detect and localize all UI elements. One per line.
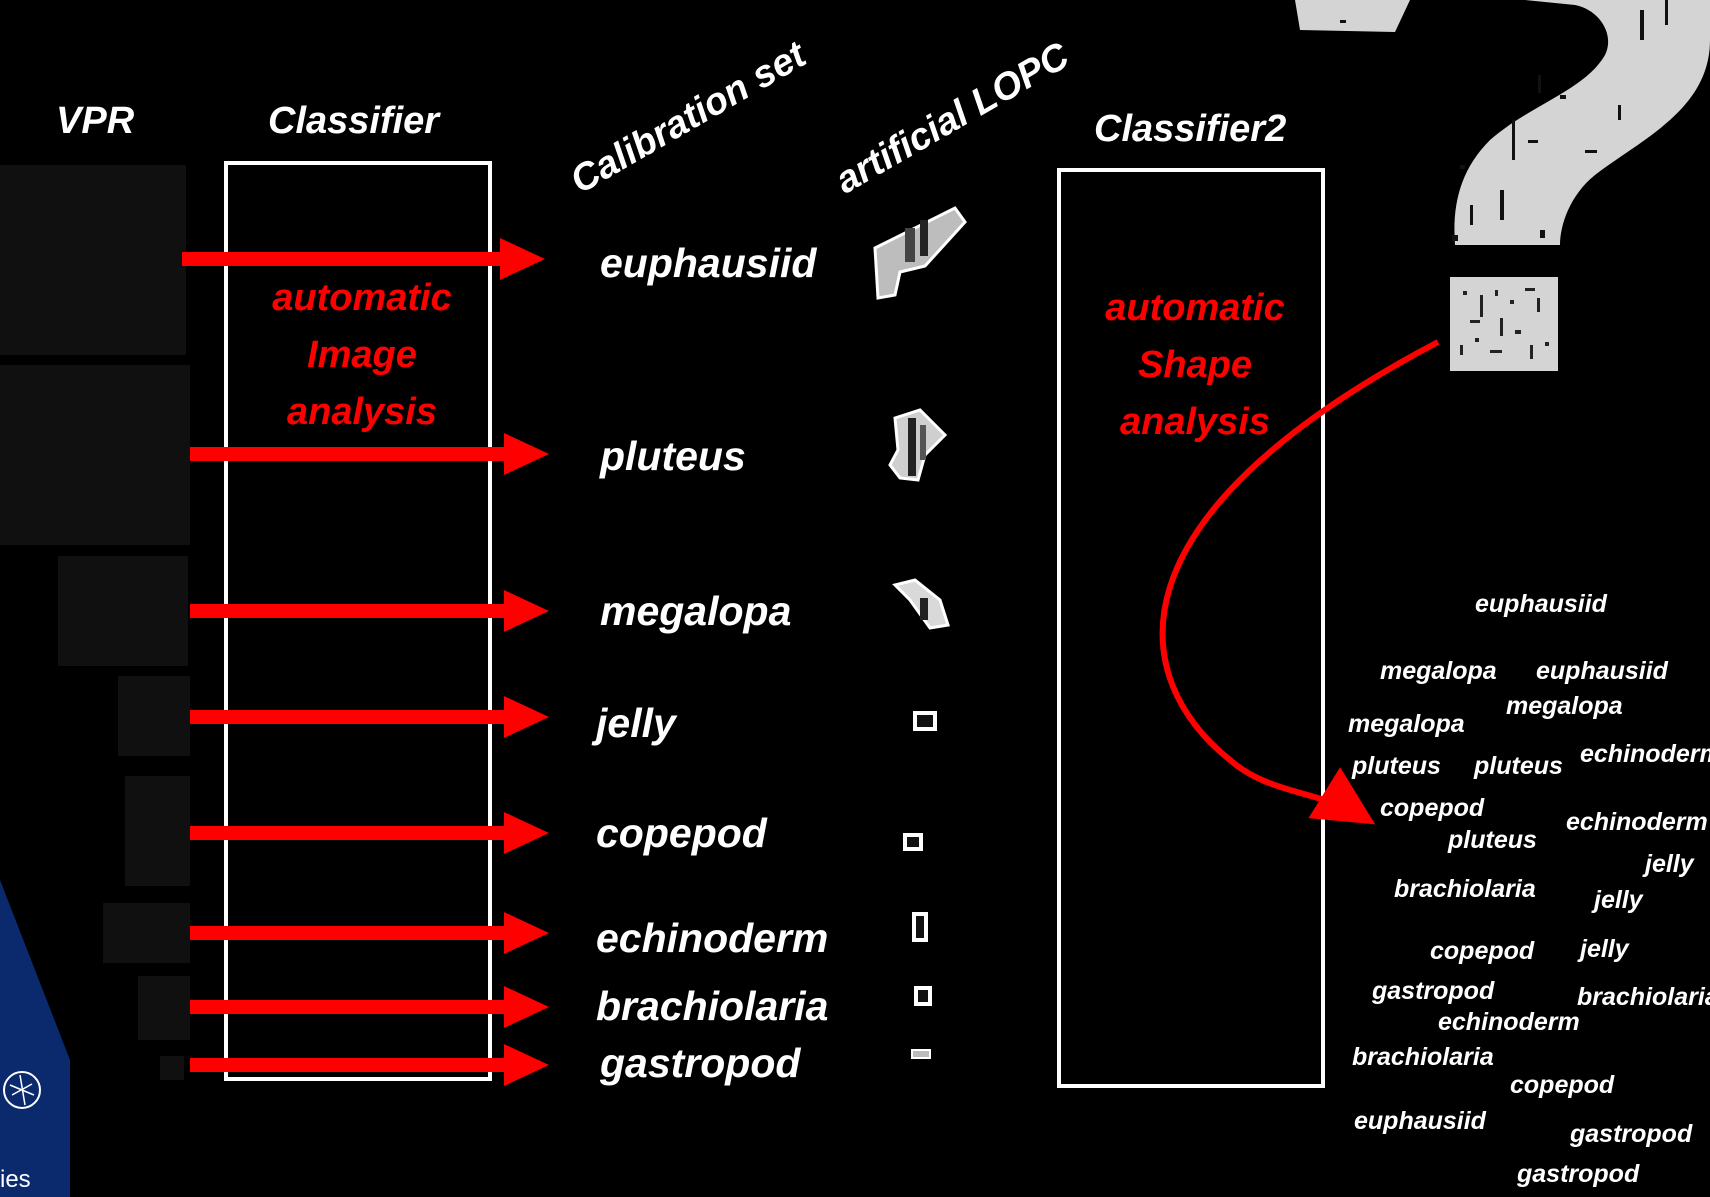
vpr-image-gastropod [160, 1056, 184, 1080]
class-label-brachiolaria: brachiolaria [596, 983, 829, 1029]
scattered-label: euphausiid [1354, 1107, 1486, 1135]
scattered-label: gastropod [1570, 1120, 1693, 1148]
vpr-image-euphausiid [0, 165, 186, 355]
lopc-shape-brachiolaria [914, 986, 932, 1006]
scattered-label: euphausiid [1475, 590, 1607, 618]
lopc-shape-euphausiid [873, 206, 967, 300]
class-label-megalopa: megalopa [600, 588, 792, 634]
scattered-label: megalopa [1348, 710, 1465, 738]
class-label-euphausiid: euphausiid [600, 240, 817, 286]
scattered-label: jelly [1645, 850, 1694, 878]
lopc-shape-copepod [903, 833, 923, 851]
class-label-copepod: copepod [596, 810, 767, 856]
footer-text: ies [0, 1166, 31, 1193]
scattered-label: copepod [1380, 794, 1485, 822]
arrow-pluteus [190, 433, 549, 475]
scattered-label: pluteus [1448, 826, 1537, 854]
vpr-image-pluteus [0, 365, 190, 545]
scattered-label: pluteus [1352, 752, 1441, 780]
classifier-label: automatic Image analysis [240, 270, 484, 441]
arrow-megalopa [190, 590, 549, 632]
scattered-label: brachiolaria [1577, 983, 1710, 1011]
arrow-euphausiid [182, 238, 545, 280]
scattered-label: brachiolaria [1394, 875, 1536, 903]
lopc-shape-megalopa [892, 578, 950, 630]
scattered-label: megalopa [1380, 657, 1497, 685]
classifier-label-line-1: automatic [272, 277, 452, 319]
arrow-copepod [190, 812, 549, 854]
classifier2-label-line-3: analysis [1120, 401, 1270, 443]
vpr-image-megalopa [58, 556, 188, 666]
lopc-shape-pluteus [888, 408, 948, 482]
arrow-echinoderm [190, 912, 549, 954]
scattered-label: euphausiid [1536, 657, 1668, 685]
arrow-gastropod [190, 1044, 549, 1086]
lopc-shape-echinoderm [912, 912, 928, 942]
scattered-label: pluteus [1474, 752, 1563, 780]
lopc-shape-gastropod [911, 1049, 931, 1059]
lopc-shape-jelly [913, 711, 937, 731]
classifier2-label-line-2: Shape [1137, 344, 1253, 386]
classifier-label-line-3: analysis [287, 391, 437, 433]
scattered-label: echinoderm [1438, 1008, 1580, 1036]
vpr-image-echinoderm [103, 903, 190, 963]
scattered-label: echinoderm [1566, 808, 1708, 836]
classifier2-label-line-1: automatic [1105, 287, 1285, 329]
arrow-jelly [190, 696, 549, 738]
classifier2-box [1057, 168, 1325, 1088]
question-mark-icon [1295, 0, 1710, 245]
scattered-label: copepod [1430, 937, 1535, 965]
logo-icon [0, 880, 70, 1197]
class-label-echinoderm: echinoderm [596, 915, 829, 961]
scattered-label: jelly [1580, 935, 1629, 963]
scattered-label: brachiolaria [1352, 1043, 1494, 1071]
vpr-image-jelly [118, 676, 190, 756]
pixel-grid-icon [1450, 277, 1558, 371]
scattered-label: gastropod [1517, 1160, 1640, 1188]
scattered-label: gastropod [1372, 977, 1495, 1005]
class-label-jelly: jelly [596, 700, 676, 746]
classifier2-label: automatic Shape analysis [1073, 280, 1317, 451]
scattered-label: jelly [1594, 886, 1643, 914]
scattered-label: copepod [1510, 1071, 1615, 1099]
curved-arrow [1159, 339, 1440, 825]
classifier-box [224, 161, 492, 1081]
header-vpr: VPR [56, 100, 135, 142]
header-classifier: Classifier [268, 100, 440, 142]
scattered-label: echinoderm [1580, 740, 1710, 768]
scattered-label: megalopa [1506, 692, 1623, 720]
arrow-brachiolaria [190, 986, 549, 1028]
class-label-gastropod: gastropod [600, 1040, 801, 1086]
header-classifier2: Classifier2 [1094, 108, 1287, 150]
vpr-image-copepod [125, 776, 190, 886]
vpr-image-brachiolaria [138, 976, 190, 1040]
classifier-label-line-2: Image [307, 334, 417, 376]
class-label-pluteus: pluteus [600, 433, 746, 479]
